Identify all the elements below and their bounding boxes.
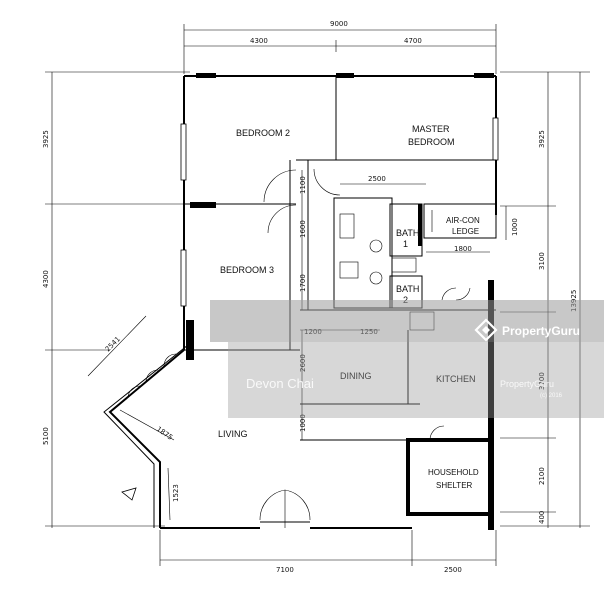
dim-inner-1875: 1875	[155, 425, 174, 442]
dim-right-2: 3100	[538, 252, 546, 270]
bottom-dimension-group: 7100 2500	[159, 530, 497, 574]
room-shelter-line1: HOUSEHOLD	[428, 468, 479, 477]
watermark-small-tag: (c) 2016	[540, 393, 563, 399]
dim-bottom-left: 7100	[276, 566, 294, 574]
dim-left-3: 5100	[42, 427, 50, 445]
right-dimension-group: 3925 3100 3700 2100 400 13925	[500, 71, 590, 528]
dim-right-1: 3925	[538, 130, 546, 148]
dim-top-total: 9000	[330, 20, 348, 28]
watermark-brand: PropertyGuru	[502, 324, 580, 338]
watermark-agent: Devon Chai	[246, 376, 314, 391]
dim-right-5: 400	[538, 511, 546, 524]
room-master-line1: MASTER	[412, 124, 450, 134]
dim-top-left: 4300	[250, 37, 268, 45]
room-bedroom3: BEDROOM 3	[220, 265, 274, 275]
dim-right-4: 2100	[538, 467, 546, 485]
interior-walls	[87, 76, 507, 528]
watermark-brand-small: PropertyGuru	[500, 379, 554, 389]
room-bedroom2: BEDROOM 2	[236, 128, 290, 138]
dim-inner-1100: 1100	[299, 176, 307, 194]
dim-left-1: 3925	[42, 130, 50, 148]
watermark-band-bottom	[228, 342, 604, 418]
room-shelter-line2: SHELTER	[436, 481, 473, 490]
room-bath2-line1: BATH	[396, 284, 419, 294]
exterior-walls	[103, 73, 499, 530]
room-kitchen: KITCHEN	[436, 374, 476, 384]
dim-inner-1523: 1523	[172, 484, 180, 502]
room-bath1-line1: BATH	[396, 228, 419, 238]
watermark-band-top	[210, 300, 604, 342]
dim-top-right: 4700	[404, 37, 422, 45]
room-bath1-line2: 1	[403, 239, 408, 249]
dim-left-2: 4300	[42, 270, 50, 288]
left-dimension-group: 3925 4300 5100	[42, 71, 190, 528]
dim-inner-1600: 1600	[299, 220, 307, 238]
dim-inner-1700: 1700	[299, 274, 307, 292]
dim-inner-2500: 2500	[368, 175, 386, 183]
room-aircon-line1: AIR-CON	[446, 216, 480, 225]
dim-inner-1800: 1800	[454, 245, 472, 253]
room-living: LIVING	[218, 429, 248, 439]
room-labels: BEDROOM 2 MASTER BEDROOM BEDROOM 3 BATH …	[218, 124, 480, 490]
room-master-line2: BEDROOM	[408, 137, 455, 147]
dim-inner-1000b: 1000	[299, 414, 307, 432]
dim-inner-2600: 2600	[299, 354, 307, 372]
top-dimension-group: 9000 4300 4700	[183, 20, 497, 74]
watermark: PropertyGuru Devon Chai PropertyGuru (c)…	[210, 300, 604, 418]
dim-right-3: 3700	[538, 372, 546, 390]
dim-inner-1000: 1000	[511, 218, 519, 236]
room-dining: DINING	[340, 371, 372, 381]
propertyguru-logo-icon	[474, 318, 498, 342]
dim-bottom-right: 2500	[444, 566, 462, 574]
room-aircon-line2: LEDGE	[452, 227, 479, 236]
